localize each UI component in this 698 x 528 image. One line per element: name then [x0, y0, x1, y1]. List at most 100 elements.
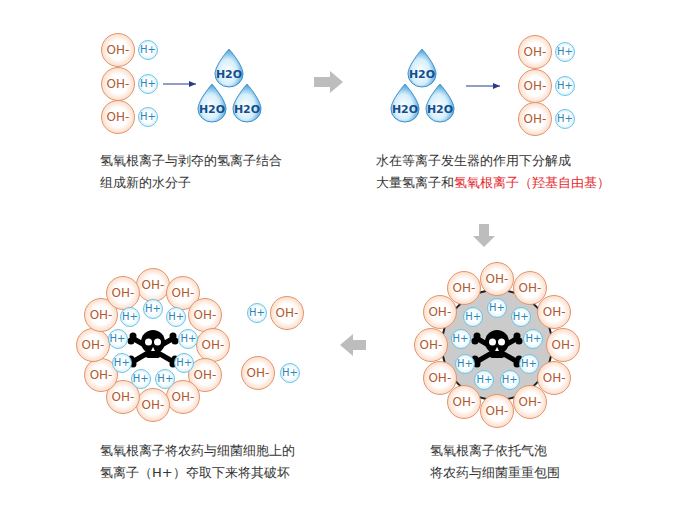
- ion-label: H+: [476, 375, 492, 385]
- water-drop: H2O: [195, 83, 229, 123]
- ion-label: H+: [282, 368, 298, 378]
- ion-label: OH-: [172, 391, 195, 403]
- ion-label: OH-: [194, 369, 217, 381]
- hydroxide-ion: OH-: [518, 69, 552, 103]
- water-drop: H2O: [405, 48, 439, 88]
- hydrogen-ion: H+: [131, 369, 151, 389]
- ion-label: OH-: [142, 279, 165, 291]
- water-drop: H2O: [230, 83, 264, 123]
- ion-label: OH-: [420, 339, 443, 351]
- hydroxide-ion: OH-: [480, 262, 514, 296]
- hydroxide-ion: OH-: [101, 33, 135, 67]
- ion-label: OH-: [107, 44, 130, 56]
- hydroxide-ion: OH-: [188, 298, 222, 332]
- hydrogen-ion: H+: [463, 307, 483, 327]
- drop-shape: [195, 83, 229, 123]
- ion-label: OH-: [453, 396, 476, 408]
- ion-label: OH-: [453, 282, 476, 294]
- ion-label: OH-: [247, 367, 270, 379]
- ion-label: H+: [168, 312, 184, 322]
- hydroxide-ion: OH-: [136, 388, 170, 422]
- ion-label: H2O: [427, 104, 453, 115]
- drop-shape: [212, 48, 246, 88]
- ion-label: H2O: [216, 69, 242, 80]
- ion-label: H+: [114, 358, 130, 368]
- ion-label: H+: [557, 47, 573, 57]
- ion-label: OH-: [524, 113, 547, 125]
- hydroxide-ion: OH-: [546, 328, 580, 362]
- ion-label: OH-: [519, 396, 542, 408]
- hydroxide-ion: OH-: [76, 328, 110, 362]
- hydroxide-ion: OH-: [480, 394, 514, 428]
- drop-shape: [388, 83, 422, 123]
- caption: 水在等离子发生器的作用下分解成 大量氢离子和氢氧根离子（羟基自由基）: [376, 150, 628, 194]
- caption-text: 氢氧根离子依托气泡 将农药与细菌重重包围: [430, 443, 560, 480]
- hydrogen-ion: H+: [511, 307, 531, 327]
- ion-label: H+: [465, 312, 481, 322]
- ion-label: H+: [557, 81, 573, 91]
- ion-label: OH-: [107, 78, 130, 90]
- caption-text: 氢氧根离子与剥夺的氢离子结合 组成新的水分子: [100, 153, 282, 190]
- ion-label: OH-: [202, 339, 225, 351]
- hydrogen-ion: H+: [555, 42, 575, 62]
- ion-label: H+: [557, 114, 573, 124]
- ion-label: OH-: [90, 369, 113, 381]
- ion-label: OH-: [524, 46, 547, 58]
- ion-label: H+: [140, 112, 156, 122]
- hydroxide-ion: OH-: [518, 35, 552, 69]
- ion-label: OH-: [112, 391, 135, 403]
- hydroxide-ion: OH-: [414, 328, 448, 362]
- hydrogen-ion: H+: [455, 354, 475, 374]
- ion-label: OH-: [142, 399, 165, 411]
- highlight-text: 氢氧根离子（羟基自由基）: [454, 175, 610, 190]
- ion-label: OH-: [543, 306, 566, 318]
- ion-label: OH-: [543, 372, 566, 384]
- hydroxide-ion: OH-: [518, 102, 552, 136]
- ion-label: H+: [140, 45, 156, 55]
- hydrogen-ion: H+: [451, 329, 471, 349]
- ion-label: OH-: [519, 282, 542, 294]
- ion-label: OH-: [194, 309, 217, 321]
- ion-label: H+: [521, 359, 537, 369]
- hydrogen-ion: H+: [108, 329, 128, 349]
- hydrogen-ion: H+: [555, 109, 575, 129]
- drop-shape: [423, 83, 457, 123]
- ion-label: H+: [513, 312, 529, 322]
- ion-label: H+: [180, 334, 196, 344]
- water-drop: H2O: [388, 83, 422, 123]
- water-drop: H2O: [212, 48, 246, 88]
- hydrogen-ion: H+: [120, 307, 140, 327]
- hydroxide-ion: OH-: [101, 67, 135, 101]
- hydroxide-ion: OH-: [447, 271, 481, 305]
- hydroxide-ion: OH-: [513, 385, 547, 419]
- ion-label: H2O: [199, 104, 225, 115]
- hydroxide-ion: OH-: [136, 268, 170, 302]
- caption-text: 氢氧根离子将农药与细菌细胞上的 氢离子（H+）夺取下来将其破坏: [100, 443, 295, 480]
- ion-label: OH-: [90, 309, 113, 321]
- hydroxide-ion: OH-: [241, 356, 275, 390]
- hydrogen-ion: H+: [519, 354, 539, 374]
- hydroxide-ion: OH-: [270, 296, 304, 330]
- hydrogen-ion: H+: [500, 370, 520, 390]
- ion-label: OH-: [486, 405, 509, 417]
- ion-label: OH-: [82, 339, 105, 351]
- hydrogen-ion: H+: [487, 298, 507, 318]
- ion-label: H2O: [392, 104, 418, 115]
- hydrogen-ion: H+: [247, 303, 267, 323]
- ion-label: H+: [176, 358, 192, 368]
- ion-label: H+: [157, 374, 173, 384]
- ion-label: OH-: [276, 307, 299, 319]
- ion-label: OH-: [486, 273, 509, 285]
- ion-label: OH-: [524, 80, 547, 92]
- ion-label: H+: [489, 303, 505, 313]
- drop-shape: [405, 48, 439, 88]
- ion-label: OH-: [428, 306, 451, 318]
- hydrogen-ion: H+: [143, 299, 163, 319]
- ion-label: H+: [133, 374, 149, 384]
- water-drop: H2O: [423, 83, 457, 123]
- ion-label: H2O: [234, 104, 260, 115]
- ion-label: H+: [502, 375, 518, 385]
- ion-label: H+: [457, 359, 473, 369]
- hydroxide-ion: OH-: [196, 328, 230, 362]
